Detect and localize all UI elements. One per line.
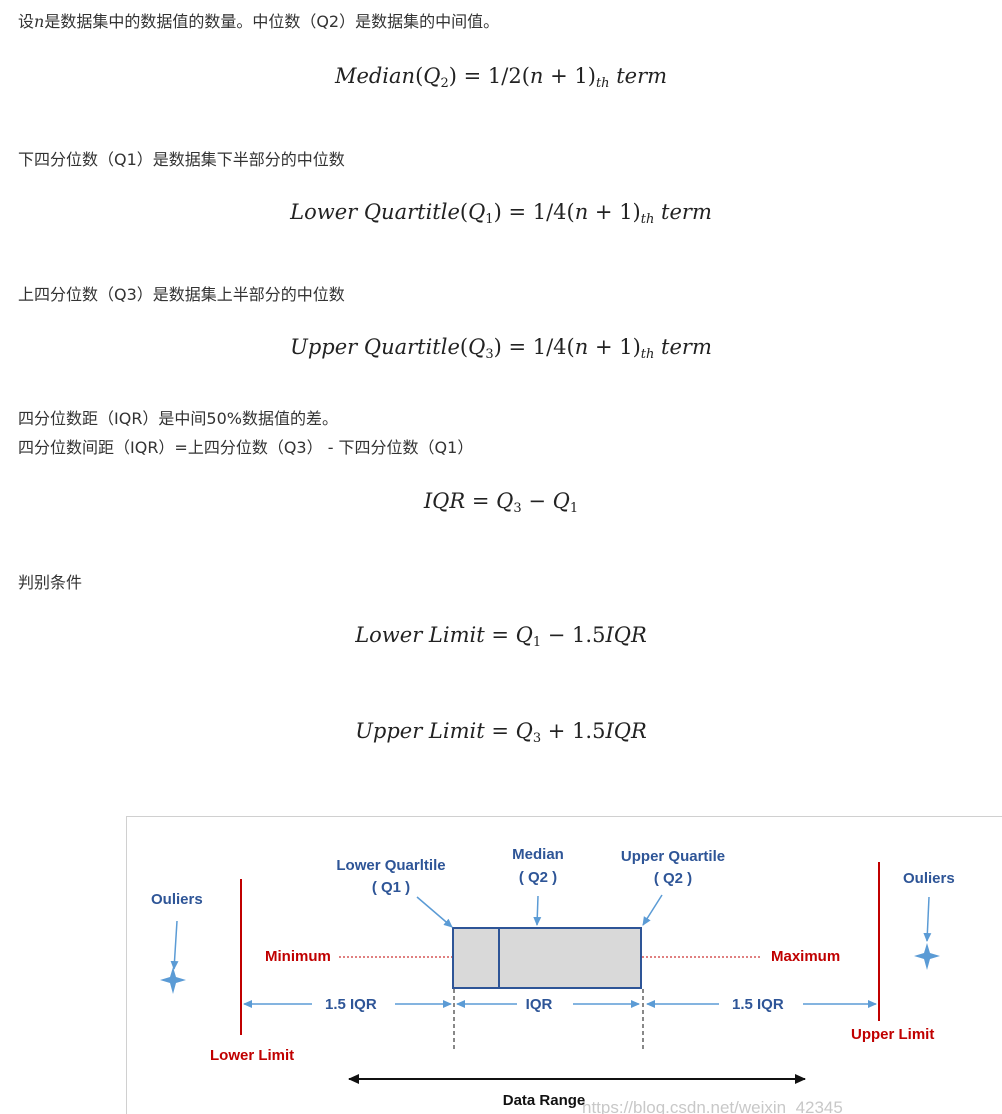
lower-limit-formula-eq: = bbox=[484, 623, 516, 647]
boxplot-svg: https://blog.csdn.net/weixin_42345 Oulie… bbox=[151, 846, 955, 1114]
q3-formula: Upper Quartitle(Q3) = 1/4(n + 1)th term bbox=[290, 335, 712, 362]
outlier-left-star-icon bbox=[160, 967, 186, 994]
iqr-formula-q3-sub: 3 bbox=[513, 501, 522, 516]
upper-limit-formula-q: Q bbox=[515, 719, 533, 743]
iqr-formula-q3: Q bbox=[496, 489, 514, 513]
iqr-formula-q1: Q bbox=[552, 489, 570, 513]
upper-limit-label: Upper Limit bbox=[851, 1026, 934, 1043]
outlier-right-star-icon bbox=[914, 943, 940, 970]
q3-intro-text: 上四分位数（Q3）是数据集上半部分的中位数 bbox=[18, 285, 345, 304]
upper-limit-formula-eq: = bbox=[484, 719, 516, 743]
lower-limit-formula-op: − 1.5 bbox=[541, 623, 606, 647]
q3-formula-lhs: Upper Quartitle bbox=[290, 335, 460, 359]
median-arrow bbox=[533, 895, 542, 926]
q1-formula-term: term bbox=[654, 200, 712, 224]
lower-limit-formula-lhs: Lower Limit bbox=[355, 623, 485, 647]
lower-limit-formula-q: Q bbox=[515, 623, 533, 647]
variable-n: n bbox=[34, 12, 45, 31]
q3-formula-term: term bbox=[654, 335, 712, 359]
upper-limit-formula-op: + 1.5 bbox=[541, 719, 606, 743]
median-intro-post: 是数据集中的数据值的数量。中位数（Q2）是数据集的中间值。 bbox=[44, 12, 500, 31]
right-1-5-iqr-label: 1.5 IQR bbox=[732, 996, 784, 1013]
q3-formula-th: th bbox=[640, 347, 655, 362]
lower-limit-formula-q-sub: 1 bbox=[532, 635, 542, 650]
upper-limit-formula-iqr: IQR bbox=[605, 719, 647, 743]
q1-formula-lhs: Lower Quartitle bbox=[290, 200, 460, 224]
lower-limit-formula: Lower Limit = Q1 − 1.5IQR bbox=[0, 622, 1002, 650]
iqr-formula-op: − bbox=[521, 489, 553, 513]
q1-intro-text: 下四分位数（Q1）是数据集下半部分的中位数 bbox=[18, 150, 345, 169]
outliers-right-arrow bbox=[923, 896, 932, 942]
median-formula-rhs-pre: = 1/2( bbox=[456, 64, 530, 88]
iqr-formula-lhs: IQR bbox=[423, 489, 466, 513]
median-intro-pre: 设 bbox=[18, 12, 35, 31]
lower-quartile-arrow bbox=[416, 896, 453, 928]
median-formula: Median(Q2) = 1/2(n + 1)th term bbox=[334, 64, 668, 91]
q1-formula-rhs-pre: = 1/4( bbox=[501, 200, 575, 224]
iqr-intro-text-1: 四分位数距（IQR）是中间50%数据值的差。 bbox=[18, 409, 338, 428]
iqr-formula: IQR = Q3 − Q1 bbox=[0, 488, 1002, 516]
iqr-label: IQR bbox=[526, 996, 553, 1013]
q1-formula: Lower Quartitle(Q1) = 1/4(n + 1)th term bbox=[290, 200, 712, 227]
median-formula-lhs: Median bbox=[334, 64, 416, 88]
lower-limit-formula-iqr: IQR bbox=[605, 623, 647, 647]
q3-formula-n: n bbox=[574, 335, 589, 359]
minimum-label: Minimum bbox=[265, 948, 331, 965]
criteria-text: 判别条件 bbox=[18, 573, 83, 592]
q1-formula-q: Q bbox=[468, 200, 486, 224]
left-1-5-iqr-label: 1.5 IQR bbox=[325, 996, 377, 1013]
boxplot-diagram: https://blog.csdn.net/weixin_42345 Oulie… bbox=[126, 816, 1002, 1114]
median-label: Median bbox=[512, 846, 564, 863]
data-range-label: Data Range bbox=[503, 1092, 586, 1109]
q1-formula-n: n bbox=[574, 200, 589, 224]
upper-quartile-sublabel: ( Q2 ) bbox=[654, 870, 692, 887]
median-formula-q: Q bbox=[423, 64, 441, 88]
median-intro-text: 设n是数据集中的数据值的数量。中位数（Q2）是数据集的中间值。 bbox=[18, 12, 499, 32]
q3-formula-rhs-mid: + 1) bbox=[588, 335, 641, 359]
iqr-formula-q1-sub: 1 bbox=[569, 501, 579, 516]
q1-formula-th: th bbox=[640, 212, 655, 227]
median-formula-n: n bbox=[529, 64, 544, 88]
median-sublabel: ( Q2 ) bbox=[519, 869, 557, 886]
upper-limit-formula-q-sub: 3 bbox=[532, 731, 542, 746]
median-formula-q-sub: 2 bbox=[440, 76, 449, 91]
q3-formula-rhs-pre: = 1/4( bbox=[501, 335, 575, 359]
q3-formula-q-sub: 3 bbox=[485, 347, 494, 362]
maximum-label: Maximum bbox=[771, 948, 840, 965]
lower-quartile-sublabel: ( Q1 ) bbox=[372, 879, 410, 896]
q1-formula-rhs-mid: + 1) bbox=[588, 200, 641, 224]
q3-formula-q: Q bbox=[468, 335, 486, 359]
iqr-box bbox=[452, 927, 642, 989]
lower-quartile-label: Lower Quarltile bbox=[336, 857, 445, 874]
upper-limit-formula-lhs: Upper Limit bbox=[355, 719, 485, 743]
median-formula-th: th bbox=[595, 76, 610, 91]
outliers-left-label: Ouliers bbox=[151, 891, 203, 908]
upper-quartile-arrow bbox=[642, 894, 663, 926]
iqr-formula-eq: = bbox=[465, 489, 497, 513]
iqr-intro-text-2: 四分位数间距（IQR）=上四分位数（Q3） - 下四分位数（Q1） bbox=[18, 438, 474, 457]
upper-limit-formula: Upper Limit = Q3 + 1.5IQR bbox=[0, 718, 1002, 746]
watermark-text: https://blog.csdn.net/weixin_42345 bbox=[582, 1098, 843, 1114]
outliers-left-arrow bbox=[170, 920, 179, 970]
outliers-right-label: Ouliers bbox=[903, 870, 955, 887]
median-formula-term: term bbox=[609, 64, 668, 88]
q1-formula-q-sub: 1 bbox=[485, 212, 494, 227]
median-formula-rhs-mid: + 1) bbox=[543, 64, 596, 88]
upper-quartile-label: Upper Quartile bbox=[621, 848, 725, 865]
lower-limit-label: Lower Limit bbox=[210, 1047, 294, 1064]
